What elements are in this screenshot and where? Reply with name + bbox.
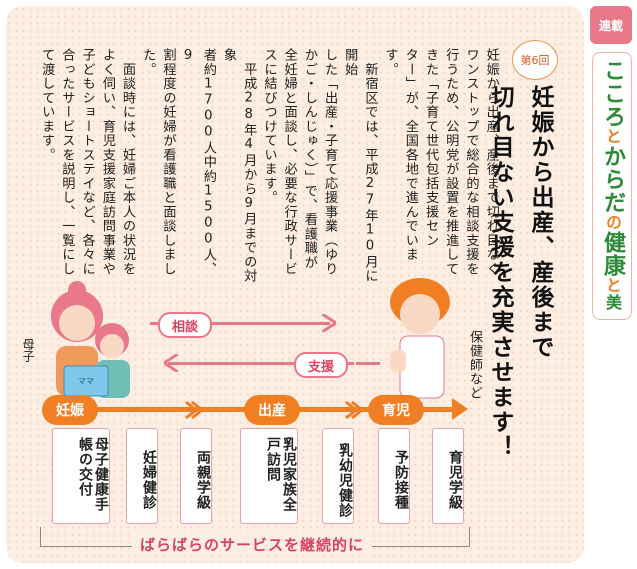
- body-line: 子どもショートステイなど、各々に: [79, 48, 95, 276]
- support-arrowhead-icon: [164, 354, 178, 372]
- body-line: ター」が、全国各地で進んでいま: [402, 48, 418, 262]
- column-title-part: と: [603, 277, 622, 294]
- body-line: た。: [140, 48, 156, 77]
- column-title-part: の: [603, 214, 622, 231]
- label-parent: 母子: [21, 338, 35, 362]
- column-title-part: からだ: [600, 145, 625, 214]
- body-line: 妊娠から出産、産後まで切れ目なく: [483, 48, 499, 276]
- episode-badge: 第6回: [512, 40, 558, 80]
- body-text: 妊娠から出産、産後まで切れ目なくワンストップで総合的な相談支援を行うため、公明党…: [36, 48, 501, 286]
- card-prenatal-checkup: 妊婦健診: [126, 428, 158, 524]
- column-title-part: こころ: [600, 59, 625, 128]
- stage-childcare: 育児: [368, 395, 424, 425]
- body-line: 行うため、公明党が設置を推進して: [443, 48, 459, 276]
- support-label: 支援: [294, 352, 349, 378]
- timeline-chevron-icon: [345, 400, 362, 420]
- column-title-part: と: [603, 128, 622, 145]
- consult-arrowhead-icon: [322, 314, 336, 332]
- headline-line-1: 妊娠から出産、産後まで: [527, 85, 553, 360]
- timeline-arrowhead-icon: [452, 398, 468, 420]
- body-line: よく伺い、育児支援家庭訪問事業や: [99, 48, 115, 276]
- label-nurse: 保健師など: [467, 330, 482, 400]
- body-line: ワンストップで総合的な相談支援を: [463, 48, 479, 276]
- consult-label: 相談: [158, 312, 213, 338]
- body-line: スに結びつけています。: [261, 48, 277, 205]
- support-arrow: [168, 362, 354, 365]
- bracket-label: ばらばらのサービスを継続的に: [132, 534, 373, 555]
- body-line: す。: [382, 48, 398, 77]
- body-line: 者約1700人中約1500人、9: [180, 48, 216, 277]
- headline-line-2: 切れ目ない支援を充実させます！: [487, 85, 513, 460]
- nurse-illustration: [390, 278, 450, 399]
- book-label: ママ: [78, 377, 94, 386]
- consult-arrow: [150, 322, 330, 325]
- card-infant-checkup: 乳幼児健診: [322, 428, 354, 524]
- timeline-chevron-icon: [185, 400, 202, 420]
- series-tab: 連載: [590, 6, 632, 44]
- body-line: 合ったサービスを説明し、一覧にし: [59, 48, 75, 276]
- column-title: こころとからだの健康と美: [592, 52, 632, 320]
- stage-pregnancy: 妊娠: [42, 395, 98, 425]
- body-line: 平成28年4月から9月までの対象: [221, 48, 257, 284]
- body-line: 面談時には、妊婦ご本人の状況を: [120, 48, 136, 276]
- body-line: かご・しんじゅく）」で、看護職が: [301, 48, 317, 270]
- card-parenting-class: 両親学級: [180, 428, 212, 524]
- card-maternity-handbook: 母子健康手帳の交付: [52, 428, 110, 524]
- card-childcare-class: 育児学級: [432, 428, 464, 524]
- body-line: 割程度の妊婦が看護職と面談しまし: [160, 48, 176, 276]
- headline: 妊娠から出産、産後まで 切れ目ない支援を充実させます！: [480, 85, 560, 480]
- support-arrow-tail: [356, 362, 380, 365]
- mother-child-illustration: ママ: [51, 281, 130, 398]
- column-title-part: 健康: [600, 231, 625, 277]
- stage-birth: 出産: [244, 395, 300, 425]
- body-line: て渡しています。: [39, 48, 55, 162]
- column-title-part: 美: [603, 294, 622, 311]
- body-line: きた「子育て世代包括支援セン: [423, 48, 439, 248]
- card-vaccination: 予防接種: [378, 428, 410, 524]
- body-line: した「出産・子育て応援事業（ゆり: [322, 48, 338, 276]
- body-line: 全妊婦と面談し、必要な行政サービ: [281, 48, 297, 276]
- card-home-visit: 乳児家族全戸訪問: [240, 428, 298, 524]
- body-line: 新宿区では、平成27年10月に開始: [342, 48, 378, 284]
